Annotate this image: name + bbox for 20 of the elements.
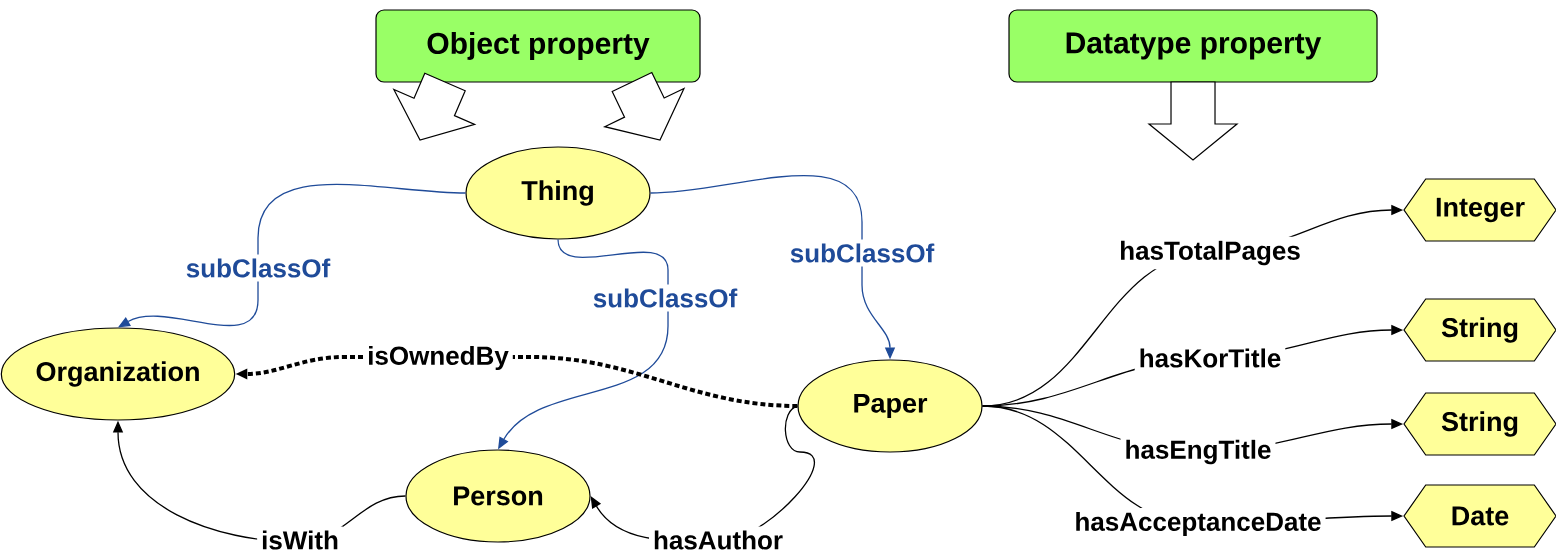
edge-label: subClassOf: [785, 239, 939, 267]
datatype-hexagon: Date: [1403, 484, 1556, 548]
edge-label: hasEngTitle: [1120, 435, 1276, 469]
edge-label: hasAuthor: [649, 526, 787, 552]
block-arrow: [602, 71, 686, 141]
edge-label: isWith: [257, 526, 343, 552]
datatype-hexagon: String: [1403, 392, 1556, 456]
datatype-hexagon: Integer: [1403, 178, 1556, 242]
block-arrow: [1147, 81, 1239, 161]
edge-label: subClassOf: [181, 254, 335, 282]
datatype-hexagon: String: [1403, 298, 1556, 362]
property-box: Object property: [375, 9, 701, 83]
edge-label: hasKorTitle: [1134, 344, 1286, 372]
edge-label: isOwnedBy: [363, 341, 513, 375]
block-arrow: [392, 72, 477, 141]
edge-label: hasTotalPages: [1115, 236, 1305, 270]
edge-label: hasAcceptanceDate: [1070, 507, 1326, 541]
edge-label: subClassOf: [588, 284, 742, 312]
property-box: Datatype property: [1008, 9, 1378, 83]
arrow: [118, 183, 467, 328]
